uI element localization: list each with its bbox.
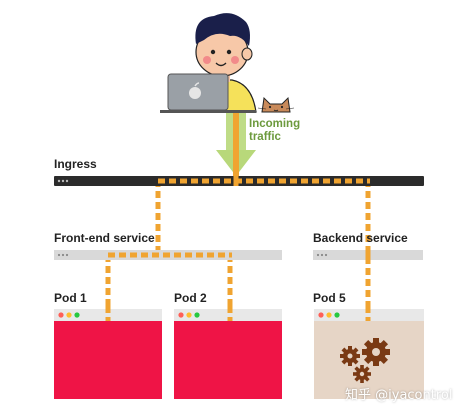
pod2-label: Pod 2 [174,291,207,305]
pod2-window [174,306,282,399]
pod5-label: Pod 5 [313,291,346,305]
incoming-traffic-label: Incoming traffic [249,118,300,144]
developer-hair [195,13,250,47]
watermark: 知乎 @iyacontrol [345,388,453,403]
backend-service-bar [313,250,423,260]
ingress-label: Ingress [54,157,97,171]
cat-icon [257,96,295,113]
pod1-window [54,306,162,399]
gears-icon [340,338,390,383]
laptop-icon [160,73,256,113]
ingress-bar [54,176,424,186]
incoming-traffic-line2: traffic [249,131,281,143]
incoming-traffic-line1: Incoming [249,118,301,130]
pod1-label: Pod 1 [54,291,87,305]
down-arrow-icon [216,110,256,180]
frontend-service-label: Front-end service [54,231,155,245]
backend-service-label: Backend service [313,231,408,245]
frontend-service-bar [54,250,282,260]
